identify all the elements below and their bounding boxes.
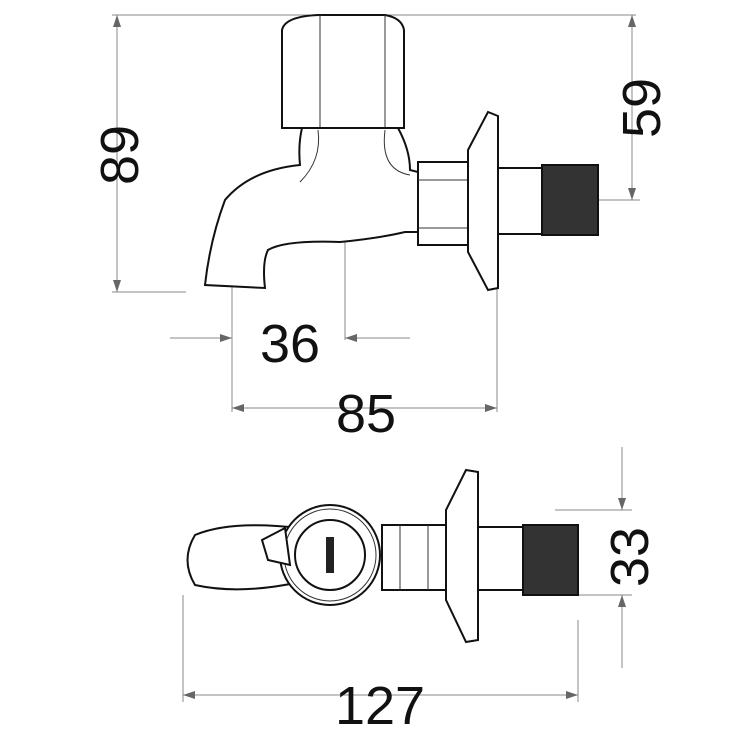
dimension-lines-top [182, 447, 632, 702]
brand-logo [326, 537, 334, 573]
faucet-top [186, 468, 579, 644]
dim-36-label: 36 [260, 314, 320, 374]
spout-body [203, 127, 419, 290]
hex-nut [417, 161, 469, 246]
dim-127-label: 127 [335, 676, 425, 736]
handle-cap [281, 14, 405, 129]
side-view: 89 59 36 85 [90, 14, 672, 444]
top-pipe [477, 526, 524, 591]
top-view: 33 127 [182, 447, 660, 736]
pipe [497, 167, 543, 235]
thread [541, 164, 599, 236]
faucet-side [203, 14, 599, 292]
dim-33-label: 33 [600, 527, 660, 587]
wall-flange [467, 110, 499, 292]
dim-89-label: 89 [90, 125, 150, 185]
dim-85-label: 85 [336, 384, 396, 444]
dim-59-label: 59 [612, 78, 672, 138]
top-hex-nut [381, 524, 447, 591]
top-flange [445, 468, 479, 644]
top-thread [522, 524, 579, 596]
